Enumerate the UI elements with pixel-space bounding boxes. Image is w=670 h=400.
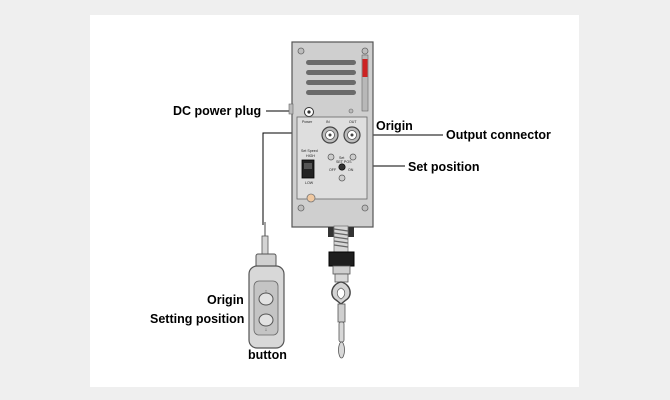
screw-icon — [361, 47, 369, 55]
label-setting-position: Setting position — [150, 312, 244, 326]
panel-power-label: Power — [302, 120, 313, 124]
shaft-assembly — [328, 225, 355, 359]
origin-button[interactable] — [258, 292, 274, 306]
device-body: Power IN OUT Set Speed HIGH LOW Set SET … — [288, 41, 374, 228]
indicator-red — [362, 59, 368, 77]
panel-set-speed-label: Set Speed — [301, 149, 318, 153]
remote-control: ↑ ↓ — [248, 253, 285, 349]
remote-cable — [261, 222, 269, 255]
panel-set-label: Set — [339, 156, 344, 160]
threaded-rod — [333, 225, 349, 253]
panel-setpos-label: SET POS — [336, 160, 352, 164]
grip-collar — [328, 251, 355, 267]
label-origin: Origin — [376, 119, 413, 133]
label-set-position: Set position — [408, 160, 480, 174]
screw-icon — [361, 204, 369, 212]
panel-high-label: HIGH — [306, 154, 315, 158]
panel-pos-b-label: ON — [348, 168, 354, 172]
svg-text:↓: ↓ — [265, 327, 268, 333]
panel-out-label: OUT — [349, 120, 357, 124]
screw-icon — [297, 47, 305, 55]
panel-in-label: IN — [326, 120, 330, 124]
panel-low-label: LOW — [305, 181, 314, 185]
adjust-knob[interactable] — [306, 193, 316, 203]
screw-icon — [297, 204, 305, 212]
setting-position-button[interactable] — [258, 313, 274, 327]
vent-slots — [306, 60, 356, 95]
label-dc-power-plug: DC power plug — [173, 104, 261, 118]
label-origin-button: Origin — [207, 293, 244, 307]
label-button: button — [248, 348, 287, 362]
label-output-connector: Output connector — [446, 128, 551, 142]
panel-pos-a-label: OFF — [329, 168, 337, 172]
set-position-knob[interactable] — [338, 163, 346, 171]
svg-text:↑: ↑ — [265, 289, 268, 295]
